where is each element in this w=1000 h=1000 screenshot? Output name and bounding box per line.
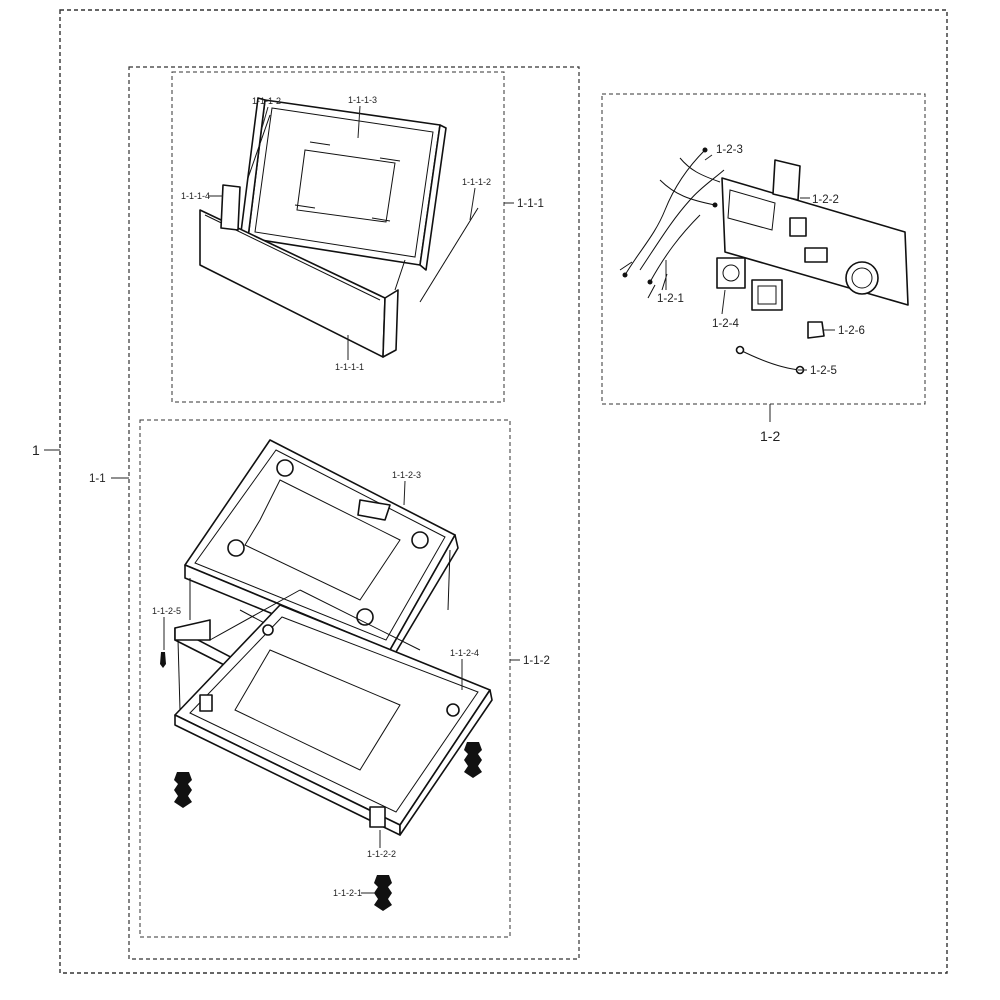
label-sensor: 1-2-6	[838, 325, 865, 337]
drawer-set-boundary	[128, 66, 580, 960]
drawer-unit-boundary	[171, 71, 505, 403]
label-electrical-set: 1-2	[760, 428, 780, 444]
leader-harness-sub	[704, 154, 713, 161]
drawer-assembly-icon	[199, 97, 479, 358]
label-assembly: 1	[32, 442, 40, 458]
leader-frame-top	[403, 480, 406, 506]
leader-valve-a	[721, 289, 726, 315]
label-frame-foot: 1-1-2-1	[333, 888, 362, 898]
label-frame-screw: 1-1-2-5	[152, 606, 181, 616]
pedestal-frame-icon	[174, 439, 493, 836]
label-drawer-rail-left: 1-1-1-2	[252, 96, 281, 106]
label-frame-base: 1-1-2-2	[367, 849, 396, 859]
leader-drawer-rail-right	[469, 187, 476, 221]
electrical-parts-icon	[619, 147, 909, 375]
assembly-boundary	[59, 9, 948, 974]
label-wire-harness: 1-2-1	[657, 293, 684, 305]
label-drawer-rail-right: 1-1-1-2	[462, 177, 491, 187]
label-hose: 1-2-5	[810, 365, 837, 377]
leader-drawer-box	[357, 105, 361, 139]
label-frame-unit: 1-1-2	[523, 655, 550, 667]
label-frame-top: 1-1-2-3	[392, 470, 421, 480]
leader-drawer-rail-left	[261, 106, 269, 129]
label-drawer-bracket: 1-1-1-4	[181, 191, 210, 201]
leveling-foot-icon	[160, 652, 482, 911]
label-control-panel: 1-2-2	[812, 194, 839, 206]
label-drawer-unit: 1-1-1	[517, 198, 544, 210]
label-valve-a: 1-2-4	[712, 318, 739, 330]
label-drawer-set: 1-1	[89, 473, 106, 485]
label-harness-sub: 1-2-3	[716, 144, 743, 156]
label-drawer-box: 1-1-1-3	[348, 95, 377, 105]
label-frame-corner: 1-1-2-4	[450, 648, 479, 658]
label-drawer-front: 1-1-1-1	[335, 362, 364, 372]
electrical-set-boundary	[601, 93, 926, 405]
frame-unit-boundary	[139, 419, 511, 938]
